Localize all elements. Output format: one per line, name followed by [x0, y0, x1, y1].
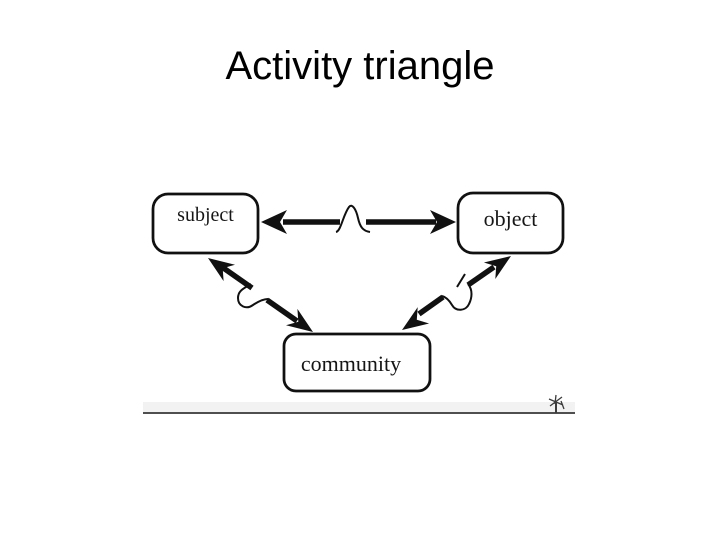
node-label-community: community — [300, 351, 402, 376]
node-label-subject: subject — [177, 204, 234, 226]
scan-mark-icon — [548, 394, 565, 413]
arrowhead-down-right — [286, 308, 313, 332]
subject-object-arrow — [261, 204, 456, 234]
object-node-box — [456, 191, 565, 255]
page-title: Activity triangle — [225, 44, 495, 88]
arrowhead-right — [430, 210, 456, 234]
subject-community-arrow — [208, 258, 313, 332]
arrowhead-up-right — [483, 256, 511, 279]
arrowhead-left — [261, 210, 287, 234]
footer-band — [143, 402, 575, 413]
object-community-arrow — [402, 256, 511, 330]
break-tick — [456, 273, 466, 288]
break-mark-squiggle-right — [441, 283, 473, 311]
subject-node-box — [151, 192, 260, 255]
break-mark-hump — [335, 204, 371, 233]
community-node-box — [282, 332, 432, 393]
node-label-object: object — [483, 206, 538, 231]
break-mark-squiggle-left — [236, 283, 269, 309]
arrowhead-down-left — [402, 307, 430, 330]
